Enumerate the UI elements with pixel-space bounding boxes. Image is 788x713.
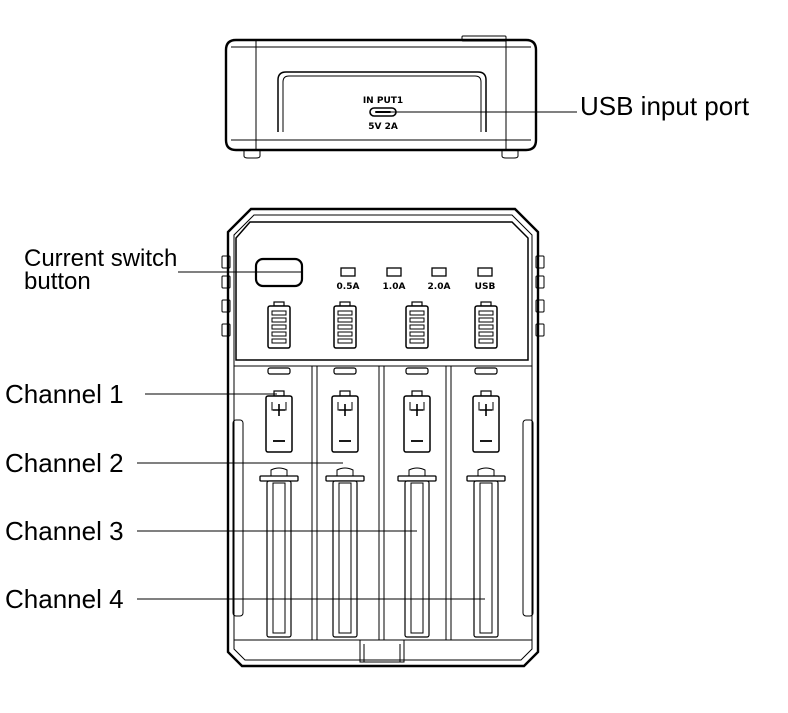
mode-indicator: 1.0A [383, 267, 406, 292]
charger-top-view: IN PUT1 5V 2A [224, 35, 538, 159]
channel-slot [325, 367, 365, 638]
port-label-line2: 5V 2A [368, 122, 398, 132]
port-label-line1: IN PUT1 [363, 96, 403, 106]
channel-2-label: Channel 2 [5, 448, 124, 478]
callouts: USB input port Current switch button Cha… [5, 91, 750, 614]
mode-indicator: USB [475, 267, 496, 292]
channel-3-label: Channel 3 [5, 516, 124, 546]
battery-level-icon [267, 301, 291, 349]
usb-input-port-label: USB input port [580, 91, 750, 121]
mode-led [477, 267, 493, 277]
top-view-recess [277, 71, 487, 132]
mode-led [340, 267, 356, 277]
battery-level-icon [405, 301, 429, 349]
control-panel [235, 221, 529, 361]
mode-label: 0.5A [337, 282, 360, 292]
battery-slots [259, 367, 506, 638]
current-switch-label-line1: Current switch [24, 245, 177, 272]
power-level-indicators [267, 301, 498, 349]
battery-level-icon [474, 301, 498, 349]
mode-indicator: 0.5A [337, 267, 360, 292]
front-view-outline [226, 207, 540, 668]
channel-slot [466, 367, 506, 638]
mode-indicators: 0.5A 1.0A 2.0A USB [337, 267, 496, 292]
charger-front-view: 0.5A 1.0A 2.0A USB [221, 207, 545, 668]
channel-4-label: Channel 4 [5, 584, 124, 614]
channel-1-label: Channel 1 [5, 379, 124, 409]
mode-indicator: 2.0A [428, 267, 451, 292]
channel-slot [259, 367, 299, 638]
mode-label: 1.0A [383, 282, 406, 292]
battery-level-icon [333, 301, 357, 349]
channel-slot [397, 367, 437, 638]
mode-label: 2.0A [428, 282, 451, 292]
top-view-outline [224, 38, 538, 152]
mode-led [431, 267, 447, 277]
mode-label: USB [475, 282, 496, 292]
current-switch-label-line2: button [24, 268, 91, 295]
mode-led [386, 267, 402, 277]
